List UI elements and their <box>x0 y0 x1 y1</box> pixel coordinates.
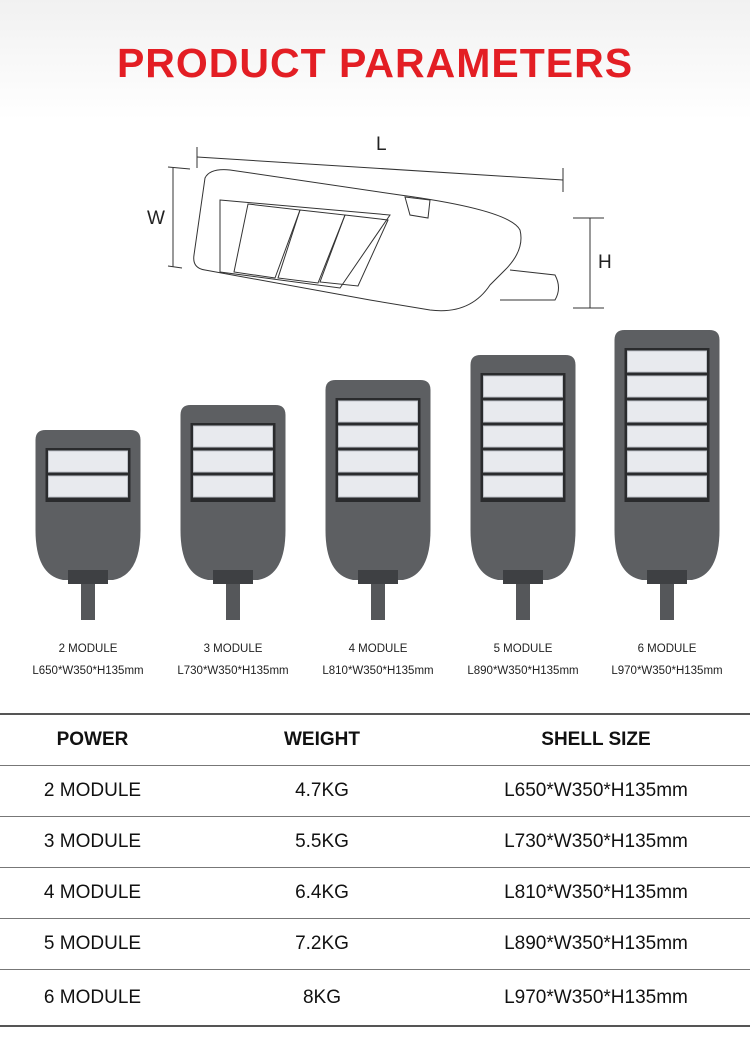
model-name: 4 MODULE <box>348 643 408 655</box>
lamp-models-illustration <box>35 330 720 620</box>
led-module <box>627 400 707 423</box>
table-row: 4 MODULE 6.4KG L810*W350*H135mm <box>0 867 750 918</box>
led-module <box>483 450 563 473</box>
led-module <box>627 450 707 473</box>
cell-weight: 5.5KG <box>295 831 349 852</box>
led-module <box>338 475 418 498</box>
led-module <box>338 400 418 423</box>
lamp-3-module <box>180 405 286 620</box>
cell-power: 4 MODULE <box>43 882 142 903</box>
cell-shell-size: L810*W350*H135mm <box>504 882 688 903</box>
model-size: L650*W350*H135mm <box>32 665 144 677</box>
model-size: L730*W350*H135mm <box>177 665 289 677</box>
led-module <box>483 400 563 423</box>
table-row: 6 MODULE 8KG L970*W350*H135mm <box>0 969 750 1027</box>
width-label: W <box>147 208 165 229</box>
lamp-5-module <box>470 355 576 620</box>
page-title: PRODUCT PARAMETERS <box>116 40 634 86</box>
table-row: 2 MODULE 4.7KG L650*W350*H135mm <box>0 765 750 816</box>
model-name: 2 MODULE <box>58 643 118 655</box>
cell-weight: 6.4KG <box>295 882 349 903</box>
cell-weight: 7.2KG <box>295 933 349 954</box>
table-row: 3 MODULE 5.5KG L730*W350*H135mm <box>0 816 750 867</box>
led-module <box>627 350 707 373</box>
led-module <box>48 475 128 498</box>
model-size: L890*W350*H135mm <box>467 665 579 677</box>
header-power: POWER <box>56 729 129 750</box>
led-module <box>193 475 273 498</box>
led-module <box>483 475 563 498</box>
model-name: 5 MODULE <box>493 643 553 655</box>
cell-shell-size: L890*W350*H135mm <box>504 933 688 954</box>
led-module <box>483 375 563 398</box>
led-module <box>193 450 273 473</box>
cell-weight: 4.7KG <box>295 780 349 801</box>
lamp-4-module <box>325 380 431 620</box>
lamp-2-module <box>35 430 141 620</box>
model-size: L810*W350*H135mm <box>322 665 434 677</box>
header-weight: WEIGHT <box>284 729 360 750</box>
header-shell-size: SHELL SIZE <box>541 729 651 750</box>
led-module <box>627 475 707 498</box>
cell-shell-size: L970*W350*H135mm <box>504 986 688 1008</box>
lamp-6-module <box>614 330 720 620</box>
cell-shell-size: L650*W350*H135mm <box>504 780 688 801</box>
cell-power: 2 MODULE <box>43 780 142 801</box>
led-module <box>338 450 418 473</box>
cell-shell-size: L730*W350*H135mm <box>504 831 688 852</box>
cell-power: 5 MODULE <box>43 933 142 954</box>
cell-weight: 8KG <box>302 986 342 1008</box>
cell-power: 3 MODULE <box>43 831 142 852</box>
dimension-diagram <box>167 147 604 312</box>
table-header-row: POWER WEIGHT SHELL SIZE <box>0 713 750 765</box>
led-module <box>627 425 707 448</box>
led-module <box>483 425 563 448</box>
led-module <box>48 450 128 473</box>
cell-power: 6 MODULE <box>43 986 142 1008</box>
length-label: L <box>376 134 387 155</box>
model-name: 6 MODULE <box>637 643 697 655</box>
led-module <box>338 425 418 448</box>
parameters-table: POWER WEIGHT SHELL SIZE 2 MODULE 4.7KG L… <box>0 713 750 1027</box>
led-module <box>627 375 707 398</box>
table-row: 5 MODULE 7.2KG L890*W350*H135mm <box>0 918 750 969</box>
led-module <box>193 425 273 448</box>
model-size: L970*W350*H135mm <box>611 665 723 677</box>
model-name: 3 MODULE <box>203 643 263 655</box>
height-label: H <box>598 252 612 273</box>
